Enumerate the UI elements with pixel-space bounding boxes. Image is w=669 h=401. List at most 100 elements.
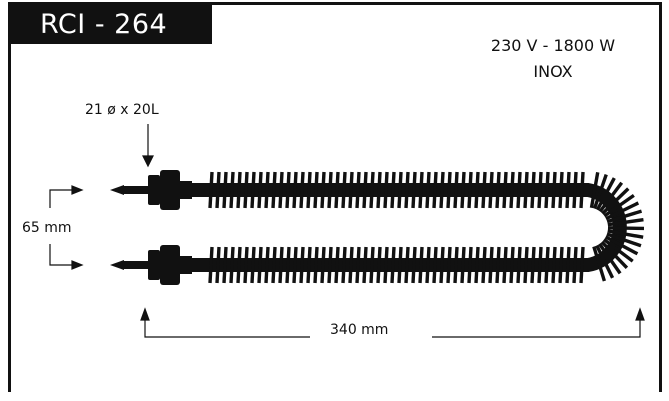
fin: [606, 209, 643, 224]
fin: [320, 246, 326, 284]
model-badge: RCI - 264: [10, 4, 212, 44]
fin: [558, 246, 564, 284]
fin: [264, 171, 270, 209]
fin: [306, 171, 312, 209]
dimension-arrows: [49, 124, 645, 338]
fin: [250, 246, 256, 284]
fin: [595, 177, 616, 211]
fin: [390, 171, 396, 209]
fin: [605, 201, 640, 221]
fin: [411, 246, 417, 284]
fin: [299, 171, 305, 209]
fin: [432, 246, 438, 284]
fin: [341, 246, 347, 284]
fin: [383, 246, 389, 284]
fin: [250, 171, 256, 209]
fin: [327, 171, 333, 209]
fin: [376, 171, 382, 209]
fin: [404, 246, 410, 284]
fin: [229, 171, 235, 209]
fin: [592, 173, 608, 210]
fin: [481, 171, 487, 209]
fin: [348, 246, 354, 284]
fin: [439, 171, 445, 209]
fin: [376, 246, 382, 284]
fin: [320, 171, 326, 209]
fin: [509, 246, 515, 284]
product-frame: [8, 2, 662, 392]
fin: [292, 246, 298, 284]
fin: [432, 171, 438, 209]
fin: [460, 171, 466, 209]
fin: [306, 246, 312, 284]
fin: [292, 171, 298, 209]
fin: [369, 246, 375, 284]
fin: [488, 246, 494, 284]
fin: [257, 246, 263, 284]
fin: [607, 229, 644, 239]
fin: [595, 244, 615, 279]
fin: [243, 246, 249, 284]
fin: [530, 171, 536, 209]
fin: [327, 246, 333, 284]
fin: [355, 171, 361, 209]
fin: [502, 246, 508, 284]
fin: [215, 171, 221, 209]
fin: [544, 171, 550, 209]
fin: [397, 246, 403, 284]
fin: [215, 246, 221, 284]
fin: [411, 171, 417, 209]
fin: [481, 246, 487, 284]
fin: [474, 246, 480, 284]
fin: [446, 171, 452, 209]
fin: [474, 171, 480, 209]
fin: [257, 171, 263, 209]
fin: [341, 171, 347, 209]
fin: [383, 171, 389, 209]
fin: [404, 171, 410, 209]
fin: [299, 246, 305, 284]
fin: [537, 246, 543, 284]
fin: [208, 171, 214, 209]
fin: [467, 246, 473, 284]
heating-element: [110, 170, 645, 285]
element-fins: [208, 171, 645, 284]
fin: [271, 246, 277, 284]
fin: [425, 246, 431, 284]
fin: [551, 246, 557, 284]
fin: [453, 171, 459, 209]
fin: [604, 235, 639, 256]
fin: [523, 246, 529, 284]
fin: [236, 246, 242, 284]
fin: [602, 238, 634, 263]
fin: [285, 246, 291, 284]
fin: [229, 246, 235, 284]
height-dimension-label: 65 mm: [22, 220, 72, 236]
fin: [488, 171, 494, 209]
fin: [418, 171, 424, 209]
fin: [579, 246, 585, 284]
fin: [278, 171, 284, 209]
fin: [600, 240, 629, 269]
fin: [509, 171, 515, 209]
fin: [523, 171, 529, 209]
fin: [551, 171, 557, 209]
fin: [558, 171, 564, 209]
fin: [362, 171, 368, 209]
fin: [264, 246, 270, 284]
fin: [495, 171, 501, 209]
fin: [495, 246, 501, 284]
fin: [598, 242, 622, 275]
fin: [278, 246, 284, 284]
fin: [607, 226, 645, 231]
fin: [603, 193, 635, 218]
length-dimension-label: 340 mm: [330, 322, 389, 338]
fin: [313, 171, 319, 209]
fin: [516, 246, 522, 284]
fin: [467, 171, 473, 209]
fin: [243, 171, 249, 209]
fin: [460, 246, 466, 284]
fin: [334, 171, 340, 209]
fin: [598, 181, 624, 213]
fin: [222, 171, 228, 209]
